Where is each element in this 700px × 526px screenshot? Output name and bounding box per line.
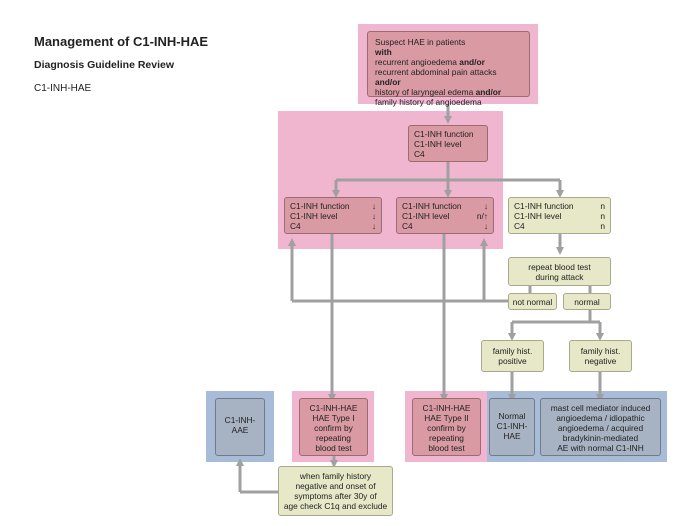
type1-row-function: C1-INH function↓ — [290, 201, 376, 211]
page-title: Management of C1-INH-HAE — [34, 34, 209, 49]
repeat-blood-test-box: repeat blood test during attack — [508, 257, 611, 286]
criterion-2: recurrent abdominal pain attacks and/or — [375, 67, 497, 87]
mast-cell-angioedema-box: mast cell mediator induced angioedema / … — [540, 398, 661, 456]
suspect-hae-box: Suspect HAE in patients with recurrent a… — [367, 31, 530, 107]
page-subtitle: Diagnosis Guideline Review — [34, 59, 175, 71]
c1-inh-test-box: C1-INH function C1-INH level C4 — [408, 125, 488, 162]
normal-box: normal — [563, 293, 611, 310]
family-history-positive-box: family hist. positive — [481, 340, 544, 372]
hae-type1-box: C1-INH-HAE HAE Type I confirm by repeati… — [299, 398, 368, 456]
not-normal-box: not normal — [508, 293, 557, 310]
criterion-1: recurrent angioedema and/or — [375, 57, 485, 67]
suspect-with: with — [375, 47, 392, 57]
type1-result-box: C1-INH function↓ C1-INH level↓ C4↓ — [284, 197, 382, 234]
criterion-3: history of laryngeal edema and/or — [375, 87, 502, 97]
c1-inh-aae-box: C1-INH- AAE — [215, 398, 265, 456]
type2-row-c4: C4↓ — [402, 221, 488, 231]
section-label: C1-INH-HAE — [34, 83, 92, 94]
test-function: C1-INH function — [414, 129, 474, 139]
normal-c1-inh-hae-box: Normal C1-INH- HAE — [489, 398, 535, 456]
family-history-note-box: when family history negative and onset o… — [278, 466, 393, 516]
test-level: C1-INH level — [414, 139, 462, 149]
type2-row-function: C1-INH function↓ — [402, 201, 488, 211]
hae-type2-box: C1-INH-HAE HAE Type II confirm by repeat… — [412, 398, 481, 456]
criterion-4: family history of angioedema — [375, 97, 482, 107]
test-c4: C4 — [414, 149, 425, 159]
type1-row-c4: C4↓ — [290, 221, 376, 231]
type1-row-level: C1-INH level↓ — [290, 211, 376, 221]
family-history-negative-box: family hist. negative — [569, 340, 632, 372]
suspect-lead: Suspect HAE in patients — [375, 37, 466, 47]
